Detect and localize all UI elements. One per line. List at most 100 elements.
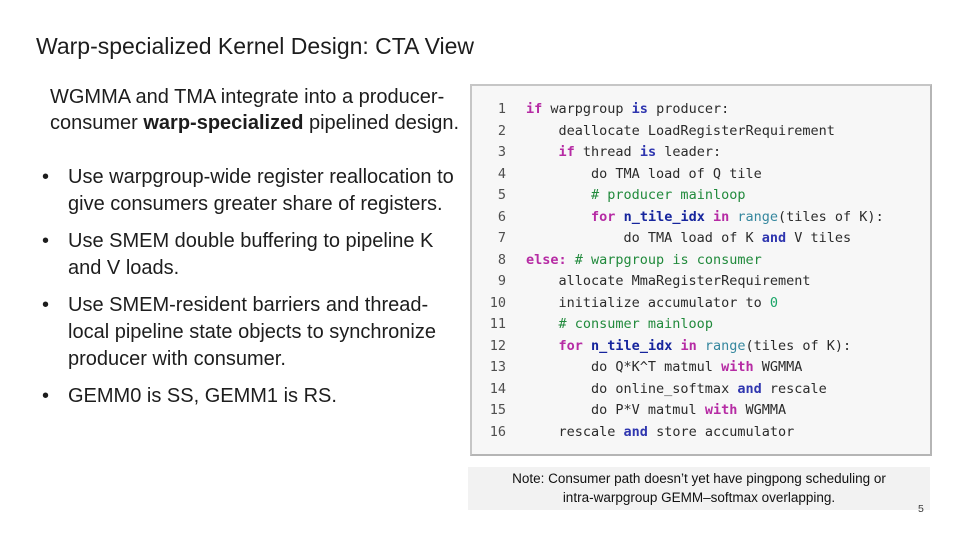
code-token: do TMA load of Q tile [526, 165, 762, 182]
code-token: do online_softmax [526, 380, 738, 397]
bullet-item: Use SMEM double buffering to pipeline K … [42, 228, 460, 282]
line-number: 12 [489, 337, 506, 354]
code-token: V tiles [786, 230, 852, 246]
code-token: do P*V matmul [526, 402, 705, 418]
intro-paragraph: WGMMA and TMA integrate into a producer-… [50, 84, 460, 136]
code-line: 2 deallocate LoadRegisterRequirement [472, 121, 930, 143]
code-line: 4 do TMA load of Q tile [472, 164, 930, 186]
code-token [583, 338, 591, 354]
line-number: 7 [497, 230, 506, 246]
code-token: if [526, 101, 543, 117]
slide-title: Warp-specialized Kernel Design: CTA View [36, 33, 475, 59]
line-number: 9 [497, 273, 506, 289]
code-token: # consumer mainloop [558, 316, 713, 332]
code-token [526, 144, 559, 160]
code-line: 12 for n_tile_idx in range(tiles of K): [472, 336, 930, 358]
code-token: leader: [656, 144, 722, 160]
intro-text-segment: warp-specialized [143, 112, 304, 134]
code-token: allocate MmaRegisterRequirement [526, 273, 811, 289]
code-token: warpgroup [542, 101, 632, 117]
code-line: 10 initialize accumulator to 0 [472, 293, 930, 315]
code-token: in [712, 208, 730, 225]
line-number: 2 [497, 122, 506, 139]
bullet-item: Use warpgroup-wide register reallocation… [42, 164, 460, 218]
line-number: 10 [489, 294, 506, 311]
code-token [615, 209, 623, 225]
code-line: 11 # consumer mainloop [472, 314, 930, 336]
code-token [526, 209, 591, 225]
code-line: 1 if warpgroup is producer: [472, 99, 930, 121]
code-token: rescale [526, 423, 624, 440]
code-line: 5 # producer mainloop [472, 185, 930, 207]
code-token: if [558, 144, 575, 160]
page-number: 5 [918, 503, 924, 515]
note-box: Note: Consumer path doesn’t yet have pin… [468, 467, 930, 510]
code-token: range [704, 337, 746, 354]
note-text-line: intra-warpgroup GEMM–softmax overlapping… [562, 490, 836, 505]
code-token: and [623, 423, 648, 440]
code-line: 9 allocate MmaRegisterRequirement [472, 271, 930, 293]
code-token: initialize accumulator to [526, 294, 770, 311]
code-line: 6 for n_tile_idx in range(tiles of K): [472, 207, 930, 229]
code-line: 7 do TMA load of K and V tiles [472, 228, 930, 250]
line-number: 6 [497, 208, 506, 225]
code-token [526, 187, 591, 203]
code-token: producer: [647, 101, 730, 117]
bullet-item: Use SMEM-resident barriers and thread-lo… [42, 292, 460, 373]
code-token: for [591, 208, 616, 225]
code-token [526, 338, 559, 354]
code-token: thread [574, 144, 640, 160]
code-token: WGMMA [737, 402, 787, 418]
line-number: 13 [489, 359, 506, 375]
code-line: 3 if thread is leader: [472, 142, 930, 164]
line-number: 16 [489, 423, 506, 440]
bullet-list: Use warpgroup-wide register reallocation… [42, 164, 460, 410]
code-line: 15 do P*V matmul with WGMMA [472, 400, 930, 422]
code-token: rescale [761, 380, 827, 397]
code-token: deallocate LoadRegisterRequirement [526, 122, 835, 139]
line-number: 1 [497, 101, 506, 117]
code-line: 16 rescale and store accumulator [472, 422, 930, 444]
line-number: 14 [489, 380, 506, 397]
line-number: 11 [489, 316, 506, 332]
code-token: and [761, 230, 787, 246]
code-token: (tiles of K): [745, 337, 852, 354]
code-token: do Q*K^T matmul [526, 359, 722, 375]
line-number: 15 [489, 402, 506, 418]
code-token: with [721, 359, 754, 375]
code-token: 0 [769, 294, 778, 311]
code-token: in [680, 337, 697, 354]
code-token: n_tile_idx [591, 337, 673, 354]
code-token [526, 316, 559, 332]
code-token [705, 209, 713, 225]
code-token [567, 252, 575, 268]
code-token: is [631, 101, 648, 117]
code-line: 14 do online_softmax and rescale [472, 379, 930, 401]
code-line: 13 do Q*K^T matmul with WGMMA [472, 357, 930, 379]
line-number: 8 [497, 251, 506, 268]
code-token [697, 338, 705, 354]
intro-text-segment: WGMMA and TMA integrate into a producer-… [50, 86, 445, 134]
code-token: range [737, 208, 779, 225]
code-token: store accumulator [647, 423, 795, 440]
note-text-line: Note: Consumer path doesn’t yet have pin… [512, 471, 886, 486]
line-number: 5 [497, 187, 506, 203]
code-token: n_tile_idx [623, 208, 705, 225]
code-token: WGMMA [753, 359, 803, 375]
code-token: is [639, 144, 657, 160]
intro-text-segment: pipelined design. [303, 112, 460, 134]
code-token: and [737, 380, 762, 397]
code-panel: 1 if warpgroup is producer: 2 deallocate L… [470, 84, 932, 456]
left-text-column: WGMMA and TMA integrate into a producer-… [42, 84, 460, 420]
code-token: with [704, 402, 738, 418]
line-number: 4 [497, 165, 506, 182]
code-token: else: [526, 251, 567, 268]
code-token: do TMA load of K [526, 230, 762, 246]
code-token: # producer mainloop [591, 187, 746, 203]
bullet-item: GEMM0 is SS, GEMM1 is RS. [42, 383, 460, 410]
code-token: for [558, 337, 583, 354]
line-number: 3 [497, 144, 506, 160]
code-token: (tiles of K): [778, 208, 884, 225]
